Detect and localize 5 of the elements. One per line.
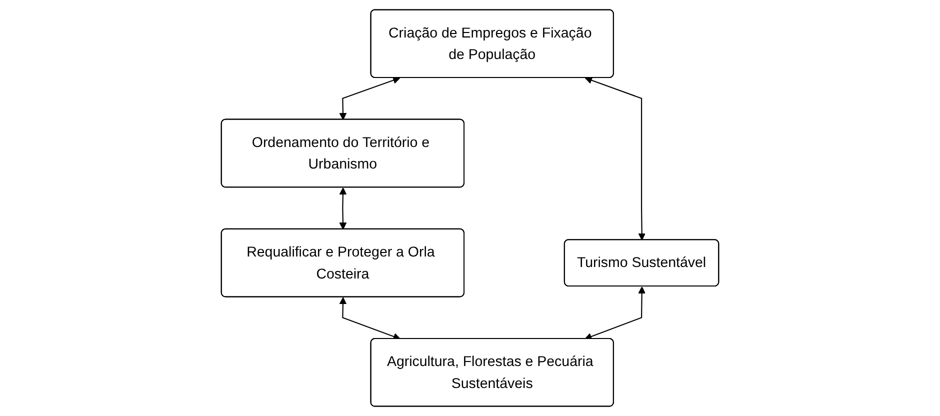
arrow	[339, 188, 347, 230]
arrow	[339, 297, 400, 340]
arrow	[584, 286, 646, 340]
arrow	[339, 76, 400, 120]
arrow	[584, 76, 646, 240]
